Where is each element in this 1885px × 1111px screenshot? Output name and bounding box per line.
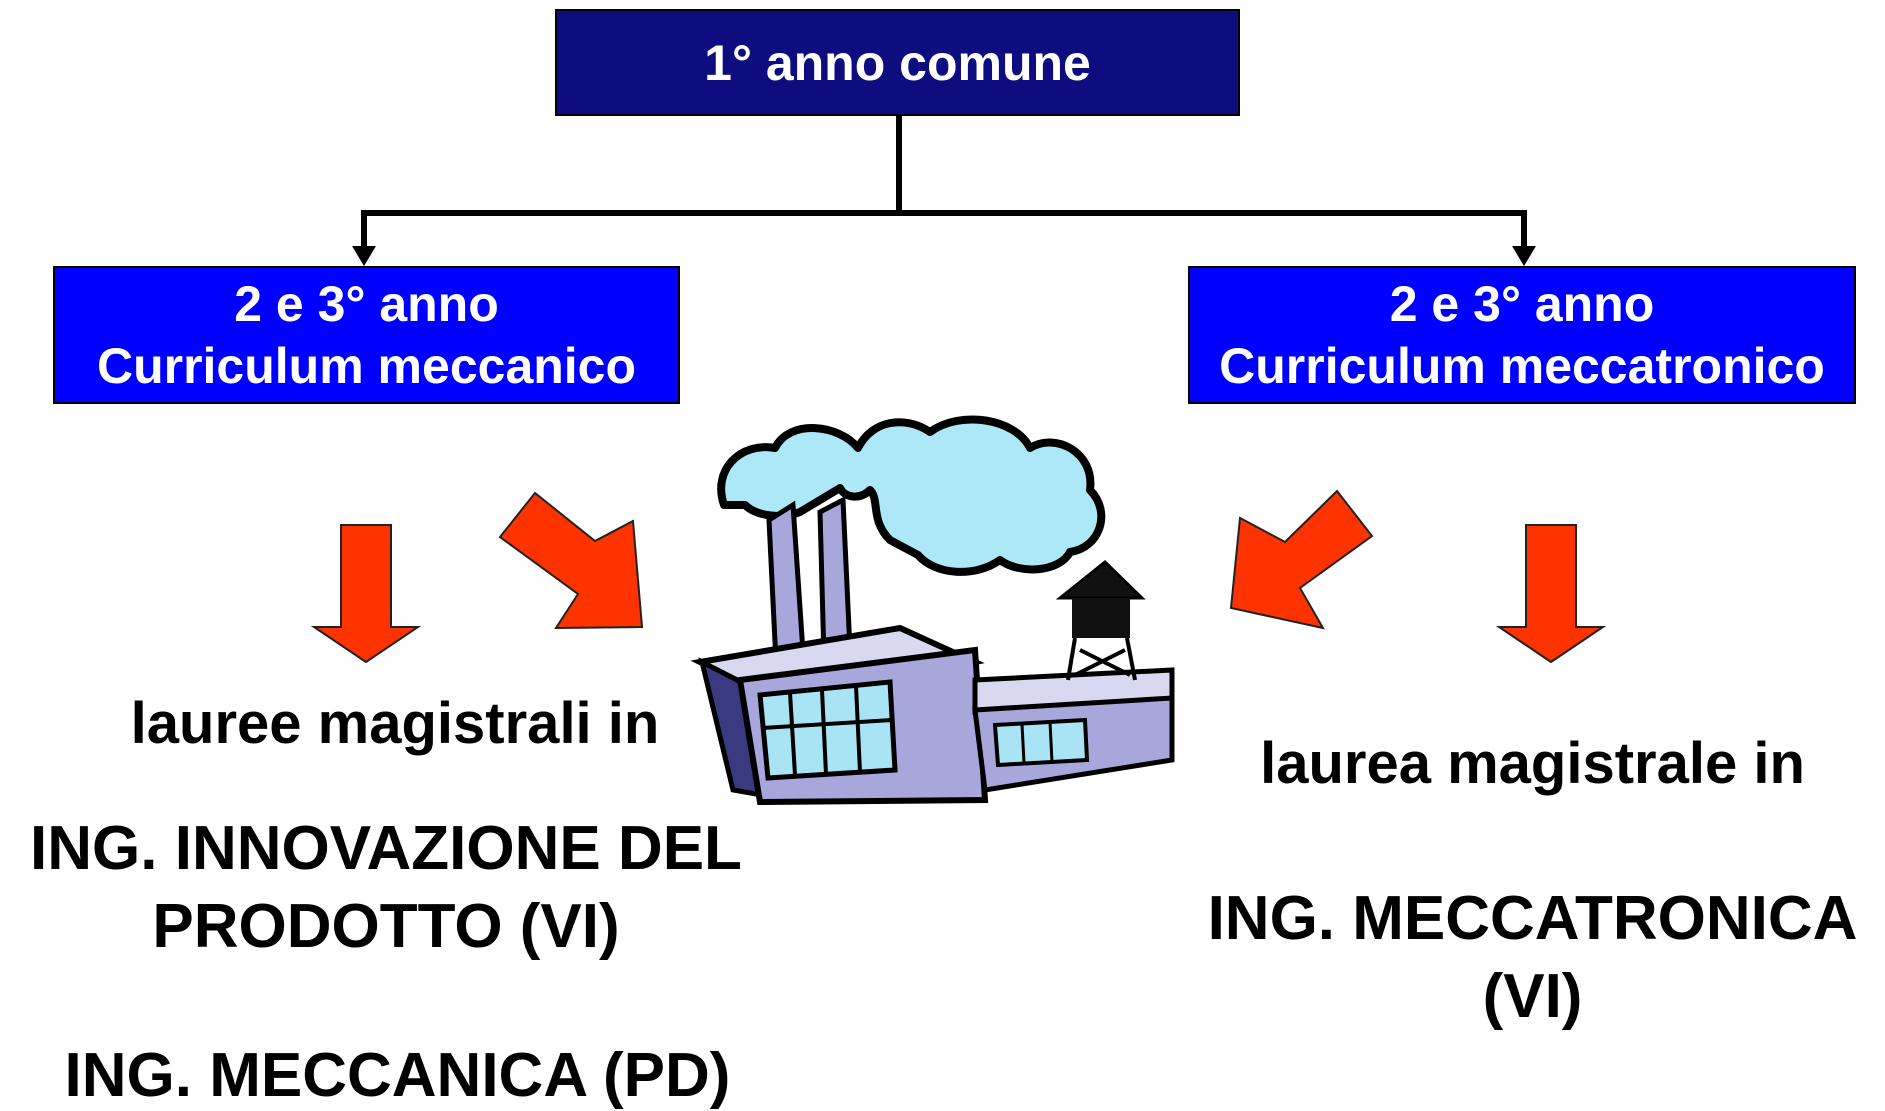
degree-product-innovation-line2: PRODOTTO (VI) bbox=[152, 892, 620, 961]
curriculum-mechatronic-box: 2 e 3° anno Curriculum meccatronico bbox=[1188, 266, 1856, 404]
curriculum-mechanical-title: Curriculum meccanico bbox=[96, 338, 637, 394]
curriculum-mechatronic-title: Curriculum meccatronico bbox=[1219, 338, 1825, 394]
curriculum-mechanical-box: 2 e 3° anno Curriculum meccanico bbox=[53, 266, 680, 404]
right-master-label: laurea magistrale in bbox=[1260, 731, 1805, 796]
arrowhead-left bbox=[352, 246, 376, 266]
degree-product-innovation: ING. INNOVAZIONE DEL PRODOTTO (VI) bbox=[0, 810, 772, 966]
degree-mechatronics-line2: (VI) bbox=[1482, 962, 1583, 1031]
diagonal-arrow-left bbox=[498, 491, 644, 630]
water-tower-icon bbox=[1055, 560, 1146, 681]
curriculum-mechatronic-years: 2 e 3° anno bbox=[1389, 276, 1655, 332]
connector-lines bbox=[361, 116, 1527, 250]
first-year-box: 1° anno comune bbox=[555, 9, 1240, 116]
factory-icon bbox=[690, 415, 1175, 806]
diagonal-arrow-right bbox=[1229, 489, 1374, 630]
degree-mechatronics-line1: ING. MECCATRONICA bbox=[1207, 884, 1858, 953]
arrowhead-right bbox=[1512, 246, 1536, 266]
first-year-label: 1° anno comune bbox=[704, 34, 1091, 91]
degree-mechanical: ING. MECCANICA (PD) bbox=[64, 1041, 731, 1110]
down-arrow-left bbox=[310, 524, 422, 664]
left-master-label: lauree magistrali in bbox=[130, 691, 660, 756]
degree-product-innovation-line1: ING. INNOVAZIONE DEL bbox=[30, 814, 742, 883]
down-arrow-right bbox=[1495, 524, 1607, 664]
cloud-icon bbox=[717, 415, 1106, 576]
degree-mechatronics: ING. MECCATRONICA (VI) bbox=[1180, 880, 1885, 1036]
curriculum-mechanical-years: 2 e 3° anno bbox=[234, 276, 499, 332]
